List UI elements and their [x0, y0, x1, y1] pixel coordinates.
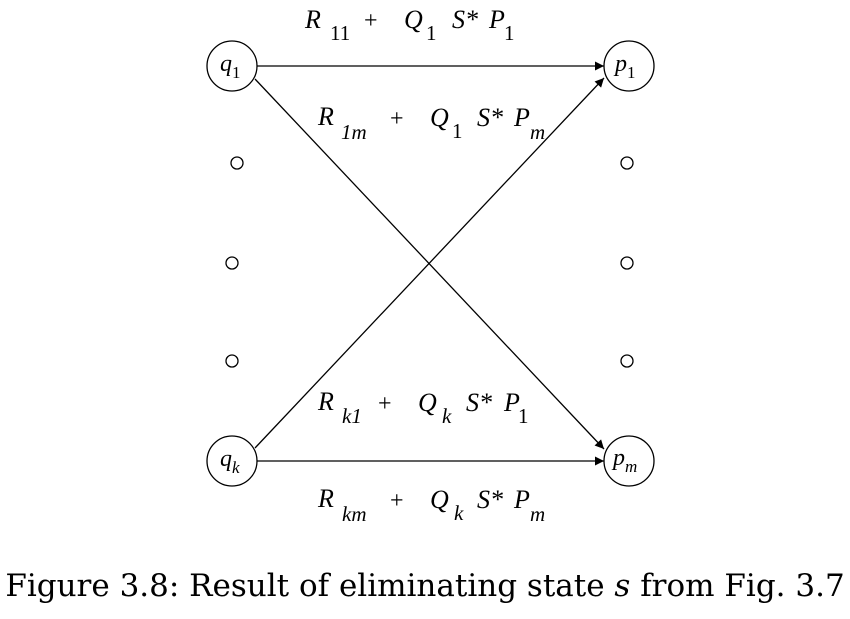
- svg-text:P: P: [513, 485, 530, 514]
- ellipsis-dot: [620, 156, 634, 170]
- svg-text:1: 1: [426, 21, 437, 45]
- ellipsis-dot: [225, 354, 239, 368]
- svg-text:R: R: [317, 484, 334, 513]
- edge-label-q1-p1: R 11 + Q 1 S* P 1: [304, 5, 515, 45]
- svg-text:P: P: [503, 388, 520, 417]
- svg-text:1: 1: [504, 21, 515, 45]
- svg-text:Q: Q: [418, 388, 437, 417]
- edge-label-q1-pm: R 1m + Q 1 S* P m: [317, 102, 545, 144]
- svg-text:P: P: [488, 5, 505, 34]
- ellipsis-dot: [620, 354, 634, 368]
- state-pm-label: pm: [611, 445, 637, 476]
- state-qk-label: qk: [220, 446, 240, 477]
- svg-text:11: 11: [330, 21, 350, 45]
- svg-text:m: m: [530, 120, 545, 144]
- svg-text:S*: S*: [477, 103, 503, 132]
- svg-text:1: 1: [518, 404, 529, 428]
- svg-text:m: m: [530, 502, 545, 526]
- edge-q1-pm: [254, 78, 605, 450]
- ellipsis-dot: [225, 256, 239, 270]
- svg-text:R: R: [317, 387, 334, 416]
- svg-text:+: +: [390, 106, 404, 132]
- ellipsis-dot: [230, 156, 244, 170]
- svg-text:S*: S*: [452, 5, 478, 34]
- svg-text:R: R: [304, 5, 321, 34]
- svg-text:+: +: [390, 488, 404, 514]
- state-q1-label: q1: [220, 51, 241, 82]
- svg-text:k: k: [442, 404, 452, 428]
- svg-text:+: +: [364, 8, 378, 34]
- state-pm: pm: [603, 435, 655, 487]
- state-qk: qk: [206, 435, 258, 487]
- edge-label-qk-p1: R k1 + Q k S* P 1: [317, 387, 529, 428]
- edge-qk-p1: [254, 77, 605, 449]
- svg-text:k1: k1: [342, 404, 362, 428]
- state-q1: q1: [206, 40, 258, 92]
- svg-text:Q: Q: [404, 5, 423, 34]
- svg-text:1m: 1m: [341, 120, 367, 144]
- svg-text:Q: Q: [430, 103, 449, 132]
- svg-text:+: +: [378, 391, 392, 417]
- svg-text:k: k: [454, 501, 464, 525]
- svg-text:P: P: [513, 103, 530, 132]
- svg-text:S*: S*: [477, 485, 503, 514]
- state-p1: p1: [603, 40, 655, 92]
- edge-label-qk-pm: R km + Q k S* P m: [317, 484, 545, 526]
- svg-text:1: 1: [452, 119, 463, 143]
- figure-caption: Figure 3.8: Result of eliminating state …: [5, 568, 844, 604]
- svg-text:S*: S*: [466, 388, 492, 417]
- ellipsis-dot: [620, 256, 634, 270]
- svg-text:km: km: [342, 502, 367, 526]
- svg-text:R: R: [317, 102, 334, 131]
- svg-text:Q: Q: [430, 485, 449, 514]
- state-p1-label: p1: [613, 51, 636, 82]
